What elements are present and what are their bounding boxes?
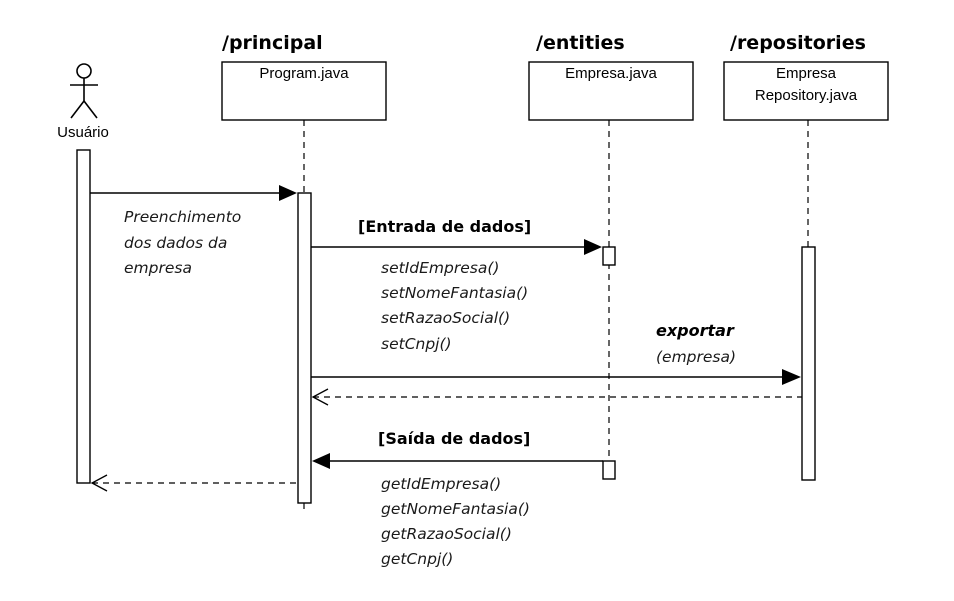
setter-item: setNomeFantasia() [381,284,528,302]
message-export-title: exportar [656,321,735,340]
message-input-title: [Entrada de dados] [358,217,531,236]
message-export-arrow [311,369,801,385]
message-fill-line3: empresa [124,259,192,277]
package-principal-label: /principal [222,32,323,54]
message-fill-arrow [90,185,297,201]
getter-item: getNomeFantasia() [381,500,530,518]
activation-empresa-set [602,246,616,266]
message-input-arrow [311,239,602,255]
actor-label: Usuário [57,124,109,141]
setter-item: setIdEmpresa() [381,259,499,277]
message-fill-line2: dos dados da [124,234,227,252]
participant-empresa-box [528,61,694,121]
getter-item: getRazaoSocial() [381,525,512,543]
setter-item: setCnpj() [381,335,452,353]
activation-empresa-get [602,460,616,480]
participant-repository-label-line2: Repository.java [755,87,858,104]
message-export-param: (empresa) [656,348,736,366]
message-output-arrow [312,453,603,469]
getter-item: getCnpj() [381,550,453,568]
package-repositories-label: /repositories [730,32,866,54]
participant-empresa-label: Empresa.java [565,65,657,82]
return-user-arrow [90,474,298,492]
participant-repository-label-line1: Empresa [776,65,837,82]
participant-program-label: Program.java [259,65,349,82]
message-fill-line1: Preenchimento [124,208,241,226]
package-entities-label: /entities [536,32,625,54]
participant-program-box [221,61,387,121]
activation-usuario [76,149,91,484]
activation-program [297,192,312,504]
return-export-arrow [311,388,802,406]
getter-item: getIdEmpresa() [381,475,501,493]
participant-repository-box [723,61,889,121]
activation-repository [801,246,816,481]
setter-item: setRazaoSocial() [381,309,510,327]
message-output-title: [Saída de dados] [378,429,530,448]
actor-usuario [70,63,98,119]
